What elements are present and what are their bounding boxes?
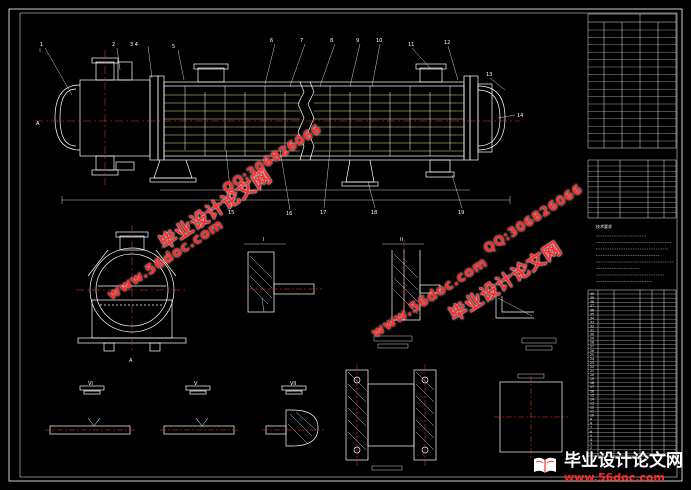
design-data-rows (588, 29, 676, 142)
part-number: 7 (590, 426, 592, 430)
svg-text:11: 11 (408, 42, 414, 48)
part-number: 5 (590, 434, 592, 438)
part-number: 2 (590, 446, 592, 450)
part-number: 26 (590, 349, 594, 353)
part-number: 11 (590, 410, 594, 414)
part-number: 32 (590, 324, 594, 328)
view-v (163, 385, 235, 435)
view-vii (265, 385, 319, 447)
drawing-frame-inner (19, 12, 678, 478)
bracket-detail (495, 296, 534, 319)
footer-brand: 毕业设计论文网 (564, 451, 683, 471)
tech-req-heading: 技术要求 (596, 223, 612, 229)
part-number: 15 (590, 393, 594, 397)
part-number: 6 (590, 430, 592, 434)
tube-bundle (164, 94, 464, 152)
part-number: 17 (590, 385, 594, 389)
svg-text:15: 15 (228, 210, 234, 216)
view-vi (49, 385, 131, 435)
part-number: 16 (590, 389, 594, 393)
book-logo-icon (534, 457, 556, 473)
svg-text:9: 9 (356, 38, 359, 44)
part-number: 4 (590, 438, 592, 442)
svg-text:7: 7 (300, 38, 303, 44)
label-view-vii: VII (290, 381, 296, 387)
label-detail-ii: II (400, 237, 403, 243)
svg-text:3 4: 3 4 (130, 42, 138, 48)
svg-text:8: 8 (330, 38, 333, 44)
svg-text:16: 16 (286, 211, 292, 217)
svg-text:12: 12 (444, 40, 450, 46)
svg-text:19: 19 (458, 210, 464, 216)
baffle-plates (184, 86, 451, 156)
part-number: 29 (590, 337, 594, 341)
label-view-vi: VI (88, 381, 93, 387)
leader-lines (44, 43, 516, 211)
part-number: 34 (590, 316, 594, 320)
svg-text:14: 14 (517, 113, 523, 119)
footer-logo: 毕业设计论文网 www.56doc.com (532, 446, 683, 484)
part-number: 36 (590, 308, 594, 312)
svg-text:13: 13 (486, 72, 492, 78)
part-number: 30 (590, 333, 594, 337)
svg-text:2: 2 (112, 42, 115, 48)
part-number: 1 (590, 450, 592, 454)
part-number: 12 (590, 405, 594, 409)
part-number: 9 (590, 418, 592, 422)
label-view-v: V (194, 381, 198, 387)
parts-list-numbers: 1234567891011121314151617181920212223242… (590, 292, 594, 454)
part-number: 33 (590, 320, 594, 324)
part-number: 13 (590, 401, 594, 405)
nozzle-table (587, 159, 677, 219)
drawing-frame (8, 8, 683, 482)
svg-text:5: 5 (172, 44, 175, 50)
part-number: 25 (590, 353, 594, 357)
label-view-a: A (129, 358, 133, 364)
flange-section (345, 369, 437, 471)
part-number: 22 (590, 365, 594, 369)
svg-text:18: 18 (371, 210, 377, 216)
heat-exchanger-elevation (39, 48, 511, 204)
label-detail-i: I (263, 237, 264, 243)
part-number: 8 (590, 422, 592, 426)
design-data-table (587, 13, 677, 149)
svg-text:6: 6 (270, 38, 273, 44)
part-number: 20 (590, 373, 594, 377)
svg-text:17: 17 (320, 210, 326, 216)
part-number: 40 (590, 292, 594, 296)
part-number: 14 (590, 397, 594, 401)
part-number: 3 (590, 442, 592, 446)
part-number: 37 (590, 304, 594, 308)
part-number: 18 (590, 381, 594, 385)
part-number: 28 (590, 341, 594, 345)
part-number: 35 (590, 312, 594, 316)
part-number: 21 (590, 369, 594, 373)
detail-i (244, 243, 315, 313)
svg-text:A: A (36, 121, 40, 127)
svg-text:1: 1 (40, 42, 43, 48)
nozzle-rows (588, 165, 676, 213)
part-number: 10 (590, 414, 594, 418)
part-number: 38 (590, 300, 594, 304)
part-number: 24 (590, 357, 594, 361)
svg-text:10: 10 (376, 38, 382, 44)
detail-title-bars (373, 335, 557, 351)
part-number: 31 (590, 329, 594, 333)
part-number: 27 (590, 345, 594, 349)
part-number: 39 (590, 296, 594, 300)
tech-req-lines (596, 235, 674, 282)
footer-url: www.56doc.com (564, 471, 665, 484)
part-number: 19 (590, 377, 594, 381)
parts-list-rows (588, 293, 676, 454)
part-number: 23 (590, 361, 594, 365)
